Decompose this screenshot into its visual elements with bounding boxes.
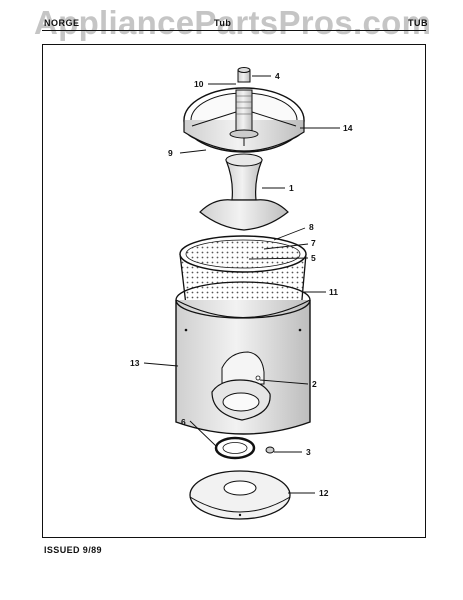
callout-2: 2 bbox=[312, 379, 317, 389]
callout-5: 5 bbox=[311, 253, 316, 263]
header-center: Tub bbox=[214, 18, 232, 28]
part-nut bbox=[237, 67, 251, 83]
callout-3: 3 bbox=[306, 447, 311, 457]
callout-12: 12 bbox=[319, 488, 329, 498]
callout-13: 13 bbox=[130, 358, 140, 368]
watermark: AppliancePartsPros.com bbox=[34, 4, 432, 41]
part-shaft bbox=[229, 89, 259, 139]
callout-8: 8 bbox=[309, 222, 314, 232]
callout-4: 4 bbox=[275, 71, 280, 81]
header-rule bbox=[42, 30, 426, 31]
part-agitator bbox=[199, 153, 289, 231]
part-tub-boot bbox=[211, 351, 271, 421]
callout-14: 14 bbox=[343, 123, 353, 133]
part-fitting bbox=[265, 446, 275, 454]
header-brand: NORGE bbox=[44, 18, 80, 28]
footer-issued: ISSUED 9/89 bbox=[44, 545, 102, 555]
leader-lines bbox=[143, 75, 340, 494]
header-section: TUB bbox=[408, 18, 428, 28]
callout-10: 10 bbox=[194, 79, 204, 89]
diagram-frame bbox=[42, 44, 426, 538]
callout-6: 6 bbox=[181, 417, 186, 427]
part-gasket bbox=[214, 436, 256, 460]
part-base-plate bbox=[189, 470, 291, 520]
callout-9: 9 bbox=[168, 148, 173, 158]
callout-7: 7 bbox=[311, 238, 316, 248]
callout-1: 1 bbox=[289, 183, 294, 193]
callout-11: 11 bbox=[329, 287, 338, 297]
